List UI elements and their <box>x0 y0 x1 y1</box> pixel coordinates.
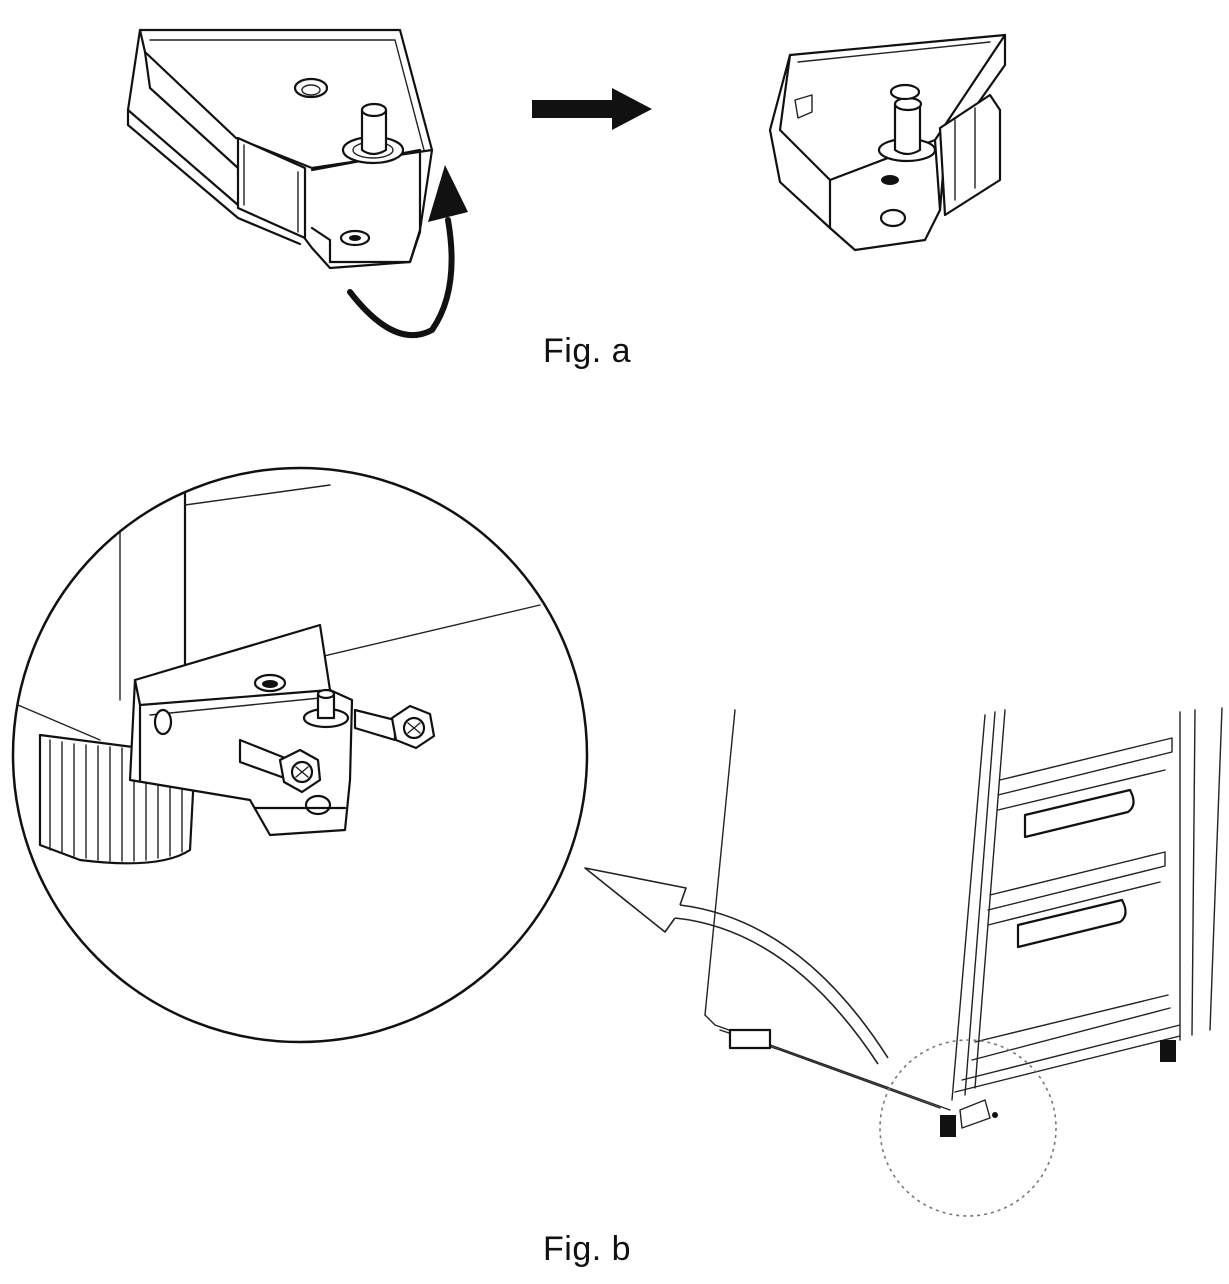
hinge-bracket-before <box>126 28 434 270</box>
screw-icon <box>353 704 436 750</box>
knurled-foot <box>49 739 183 862</box>
figure-b-caption: Fig. b <box>543 1230 632 1268</box>
curved-pointer-arrow-icon <box>584 867 889 1065</box>
arrow-right-icon <box>532 88 652 130</box>
curved-arrow-icon <box>347 165 468 339</box>
figure-a-caption: Fig. a <box>543 332 632 370</box>
screw-icon <box>238 738 322 794</box>
magnified-detail-circle <box>11 466 589 1044</box>
refrigerator <box>704 707 1223 1137</box>
hinge-bracket-after <box>768 33 1007 252</box>
highlight-circle <box>879 1039 1057 1217</box>
